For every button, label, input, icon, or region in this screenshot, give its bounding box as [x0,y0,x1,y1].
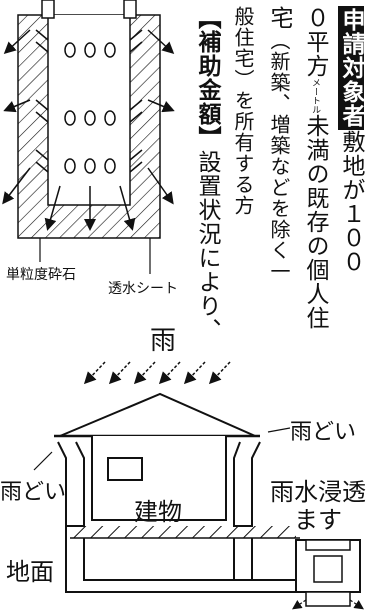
gutter-right-label: 雨どい [290,420,357,445]
roof [59,392,256,437]
article-column-1: 申請対象者敷地が１００ [338,6,364,274]
right-downpipe [233,441,261,527]
article-column-3: 宅（新築、増築などを除く一 [266,6,292,282]
gravel-label: 単粒度砕石 [6,267,76,283]
applicant-heading: 申請対象者 [338,6,364,130]
rain-label: 雨 [150,326,177,356]
infiltration-basin-label: 雨水浸透 ます [270,478,371,534]
permeable-sheet-label: 透水シート [108,281,178,297]
infiltration-basin-diagram [2,0,175,274]
article-column-5: 【補助金額】設置状況により、 [194,6,220,342]
perforation-holes [64,42,116,174]
window [107,457,143,481]
infiltration-basin-label-line2: ます [294,506,342,534]
article-column-2: ０平方メートル未満の既存の個人住 [302,6,328,330]
ground-hatch [70,526,296,538]
gutter-left-label: 雨どい [0,480,67,505]
unit-ruby: メートル [310,78,320,114]
ground-label: 地面 [6,558,54,586]
subsidy-heading: 補助金額 [194,30,220,126]
article-column-4: 般住宅）を所有する方 [231,6,255,216]
building-label: 建物 [134,498,182,526]
infiltration-basin-label-line1: 雨水浸透 [270,478,366,506]
rain-arrows [83,361,231,385]
